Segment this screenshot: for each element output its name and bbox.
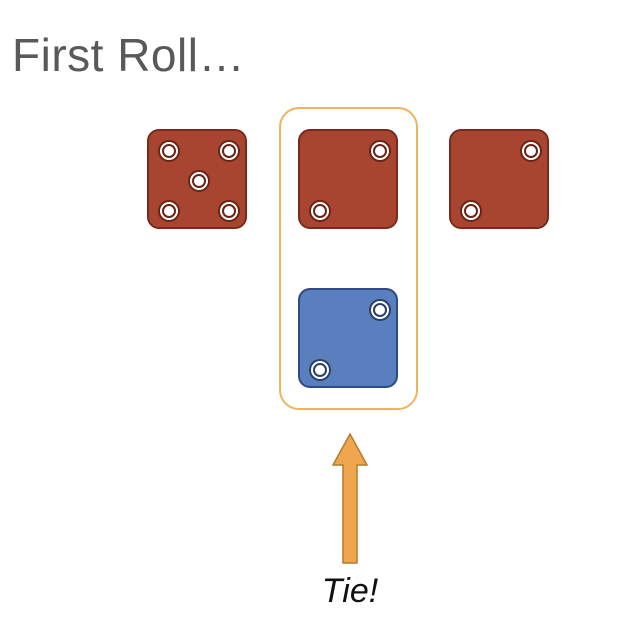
pip (309, 200, 331, 222)
pip (218, 200, 240, 222)
pip (158, 200, 180, 222)
pip (369, 299, 391, 321)
pip (218, 140, 240, 162)
pip (460, 200, 482, 222)
up-arrow-icon (331, 432, 369, 564)
pip (369, 140, 391, 162)
red-die-1 (147, 129, 247, 229)
tie-caption: Tie! (321, 572, 379, 610)
blue-die-1 (298, 288, 398, 388)
pip (309, 359, 331, 381)
red-die-3 (449, 129, 549, 229)
pip (188, 170, 210, 192)
red-die-2 (298, 129, 398, 229)
pip (520, 140, 542, 162)
slide-title: First Roll… (12, 29, 245, 81)
tie-highlight-box (279, 107, 418, 410)
pip (158, 140, 180, 162)
